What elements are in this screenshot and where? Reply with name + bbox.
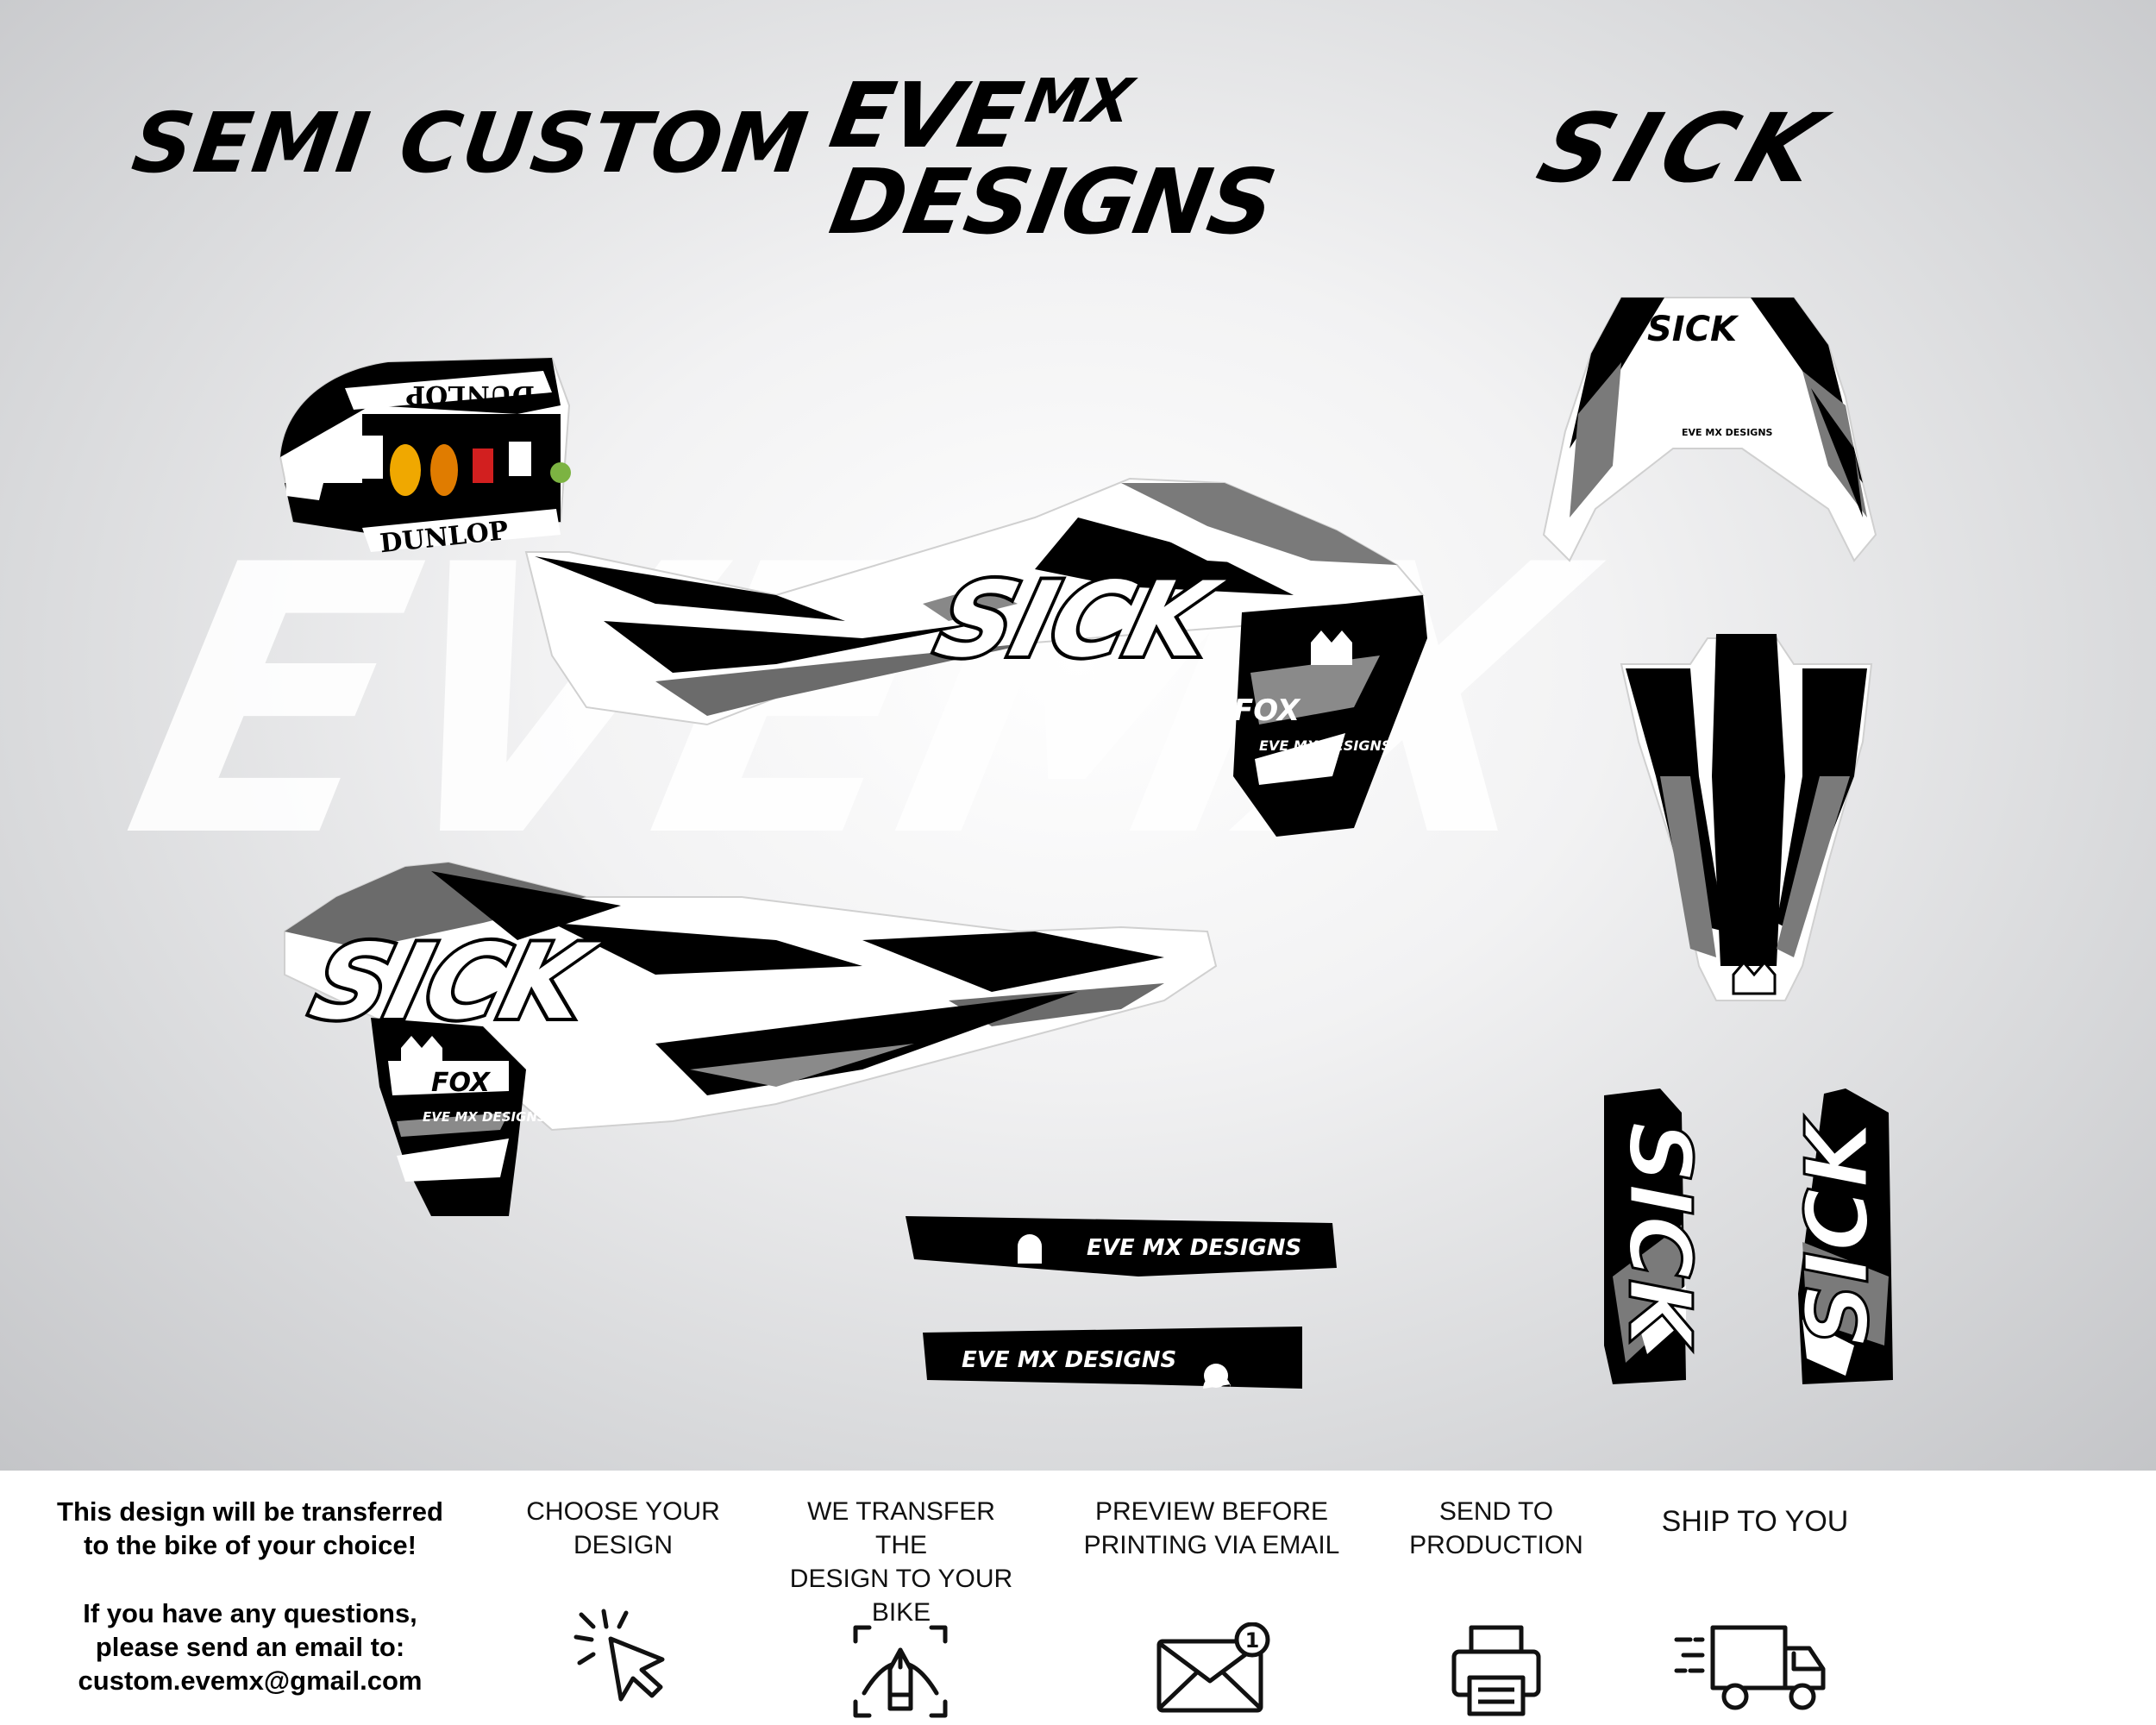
- info-line-2: to the bike of your choice!: [84, 1530, 417, 1560]
- process-footer: This design will be transferred to the b…: [0, 1471, 2156, 1725]
- swingarm-top-brand: EVE MX DESIGNS: [1087, 1235, 1301, 1261]
- sick-fork-right-text: SICK: [1787, 1115, 1888, 1346]
- evemx-upper-text: EVE MX DESIGNS: [1259, 737, 1391, 754]
- contact-email[interactable]: custom.evemx@gmail.com: [78, 1665, 423, 1696]
- fork-guard-left-decal: SICK: [1604, 1088, 1712, 1384]
- click-cursor-icon: [573, 1609, 665, 1702]
- email-notification-icon: 1: [1156, 1622, 1270, 1713]
- info-line-3: If you have any questions,: [83, 1598, 417, 1628]
- swingarm-decal-bottom: EVE MX DESIGNS: [923, 1327, 1302, 1389]
- fox-lower-text: FOX: [431, 1068, 492, 1098]
- fox-upper-text: FOX: [1233, 693, 1301, 728]
- sick-fork-left-text: SICK: [1609, 1121, 1710, 1352]
- decal-kit-artwork: DUNLOP DUNLOP SICK FOX EVE MX DESIGNS: [279, 297, 1893, 1389]
- sick-headlight-text: SICK: [1647, 310, 1739, 349]
- step-choose-design: CHOOSE YOUR DESIGN: [517, 1495, 729, 1702]
- step-transfer-design: WE TRANSFER THE DESIGN TO YOUR BIKE: [780, 1495, 1022, 1718]
- rear-fender-decal: DUNLOP DUNLOP: [279, 356, 571, 559]
- sick-upper-text: SICK: [925, 560, 1231, 681]
- evemx-lower-text: EVE MX DESIGNS: [423, 1109, 547, 1125]
- info-text: This design will be transferred to the b…: [34, 1495, 466, 1697]
- info-line-4: please send an email to:: [95, 1632, 405, 1662]
- step-preview-email: PREVIEW BEFORE PRINTING VIA EMAIL 1: [1082, 1495, 1341, 1713]
- design-pen-icon: [853, 1625, 948, 1718]
- headlight-plate-decal: SICK EVE MX DESIGNS: [1542, 297, 1877, 562]
- info-line-1: This design will be transferred: [57, 1496, 443, 1527]
- printer-icon: [1451, 1625, 1541, 1716]
- step-ship: SHIP TO YOU: [1639, 1495, 1871, 1710]
- swingarm-bottom-brand: EVE MX DESIGNS: [962, 1347, 1176, 1373]
- fork-guard-right-decal: SICK: [1786, 1088, 1893, 1384]
- evemx-headlight-text: EVE MX DESIGNS: [1682, 427, 1773, 438]
- swingarm-decal-top: EVE MX DESIGNS: [906, 1216, 1337, 1276]
- product-canvas: EVEMX SEMI CUSTOM EVEMX DESIGNS SICK DUN…: [0, 0, 2156, 1471]
- upper-radiator-shroud-decal: FOX EVE MX DESIGNS: [1233, 595, 1427, 837]
- rear-side-panel-decal: SICK: [524, 477, 1425, 726]
- lower-radiator-shroud-decal: FOX EVE MX DESIGNS: [371, 1018, 547, 1216]
- dunlop-top-text: DUNLOP: [406, 380, 535, 410]
- sick-lower-text: SICK: [301, 922, 606, 1043]
- step-send-production: SEND TO PRODUCTION: [1397, 1495, 1595, 1716]
- email-badge-count: 1: [1245, 1628, 1260, 1653]
- delivery-truck-icon: [1674, 1625, 1826, 1710]
- front-fender-decal: [1620, 634, 1873, 1001]
